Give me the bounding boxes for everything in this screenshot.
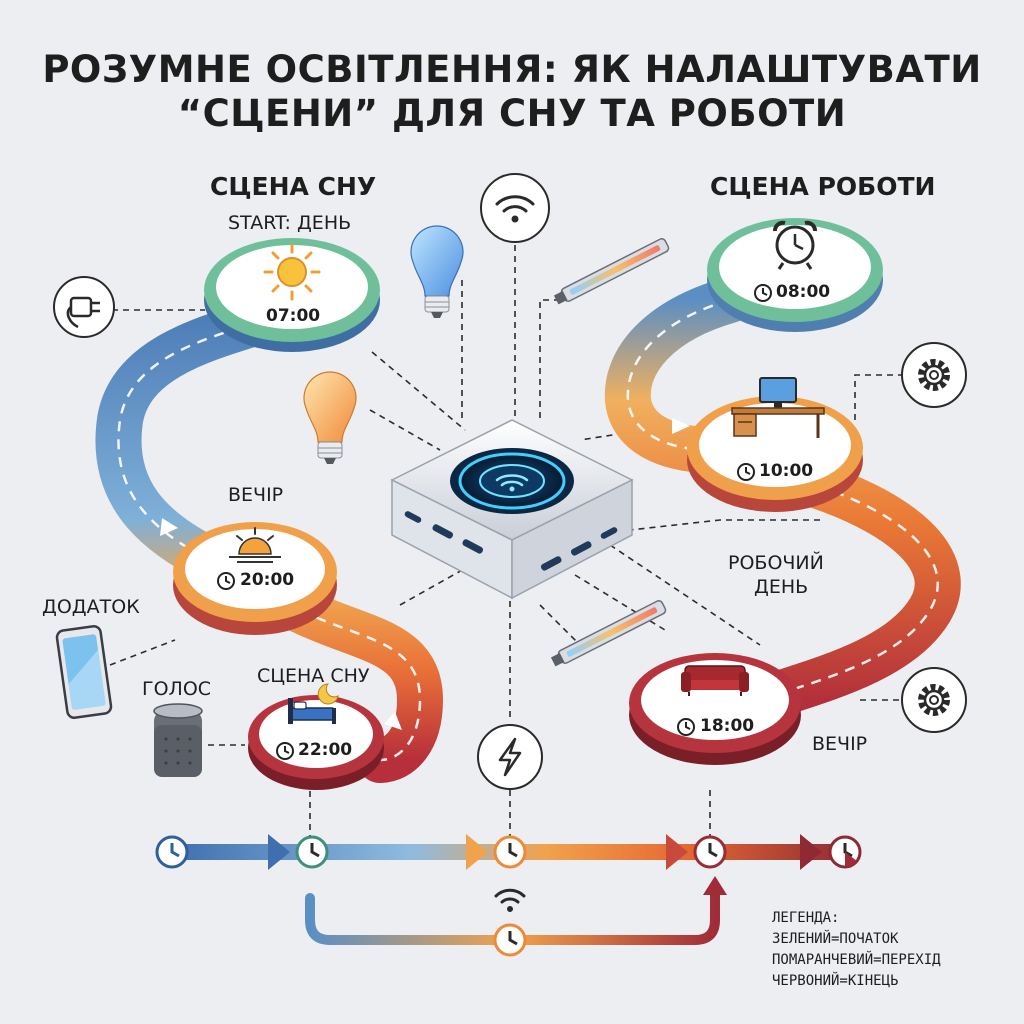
clock-icon <box>217 284 772 760</box>
work-evening-label: ВЕЧІР <box>812 733 868 755</box>
gear-icon <box>901 342 967 408</box>
clock-icon <box>295 835 329 869</box>
sleep-scene-label: СЦЕНА СНУ <box>257 665 370 687</box>
phone-icon <box>55 625 113 719</box>
gear-icon <box>901 667 967 733</box>
sleep-evening-time: 20:00 <box>240 570 295 590</box>
sleep-start-label: START: ДЕНЬ <box>228 212 352 234</box>
sleep-start-time: 07:00 <box>266 306 321 326</box>
workday-label-line-2: ДЕНЬ <box>754 576 809 598</box>
smart-speaker-icon <box>153 703 203 777</box>
clock-icon <box>493 923 527 957</box>
legend-red: ЧЕРВОНИЙ=КІНЕЦЬ <box>772 973 899 989</box>
work-start-time: 08:00 <box>776 282 831 302</box>
timeline-clocks <box>155 835 862 869</box>
page-title-line-1: РОЗУМНЕ ОСВІТЛЕННЯ: ЯК НАЛАШТУВАТИ <box>42 48 982 91</box>
sofa-icon <box>681 665 749 696</box>
clock-icon <box>155 835 189 869</box>
work-desk-time: 10:00 <box>759 461 814 481</box>
wifi-icon <box>494 888 526 912</box>
bed-moon-icon <box>288 683 339 724</box>
voice-control-label: ГОЛОС <box>142 678 212 700</box>
sun-icon <box>263 243 321 301</box>
light-bulb-icon <box>303 371 357 464</box>
legend-orange: ПОМАРАНЧЕВИЙ=ПЕРЕХІД <box>772 952 941 968</box>
dashed-connectors <box>109 245 905 840</box>
app-control-label: ДОДАТОК <box>42 596 140 618</box>
plug-icon <box>53 276 115 338</box>
road-arrow-icon <box>160 518 178 536</box>
disc-evening-20 <box>173 522 337 635</box>
sunset-icon <box>229 527 281 563</box>
light-bulb-icon <box>410 225 464 318</box>
led-strip-icon <box>553 238 670 305</box>
road-arrow-icon <box>384 712 402 730</box>
clock-icon <box>493 835 527 869</box>
alarm-clock-icon <box>773 220 817 270</box>
work-scene-heading: СЦЕНА РОБОТИ <box>710 172 936 201</box>
road-arrow-icon <box>672 418 690 434</box>
sleep-scene-time: 22:00 <box>298 740 353 760</box>
work-evening-time: 18:00 <box>700 716 755 736</box>
sleep-scene-heading: СЦЕНА СНУ <box>210 172 377 201</box>
legend: ЛЕГЕНДА: ЗЕЛЕНИЙ=ПОЧАТОК ПОМАРАНЧЕВИЙ=ПЕ… <box>772 908 941 992</box>
clock-icon <box>828 835 862 869</box>
disc-evening-18 <box>629 653 801 765</box>
clock-icon <box>693 835 727 869</box>
smart-hub-icon <box>390 419 634 600</box>
led-strip-icon <box>550 600 667 667</box>
lightning-icon <box>477 724 543 790</box>
work-road <box>604 277 961 723</box>
workday-label-line-1: РОБОЧИЙ <box>728 552 824 574</box>
page-title-line-2: “СЦЕНИ” ДЛЯ СНУ ТА РОБОТИ <box>177 92 847 135</box>
legend-title: ЛЕГЕНДА: <box>772 910 840 926</box>
legend-green: ЗЕЛЕНИЙ=ПОЧАТОК <box>772 931 899 947</box>
sleep-evening-label: ВЕЧІР <box>228 484 284 506</box>
desk-monitor-icon <box>731 377 825 438</box>
wifi-icon <box>480 173 550 243</box>
